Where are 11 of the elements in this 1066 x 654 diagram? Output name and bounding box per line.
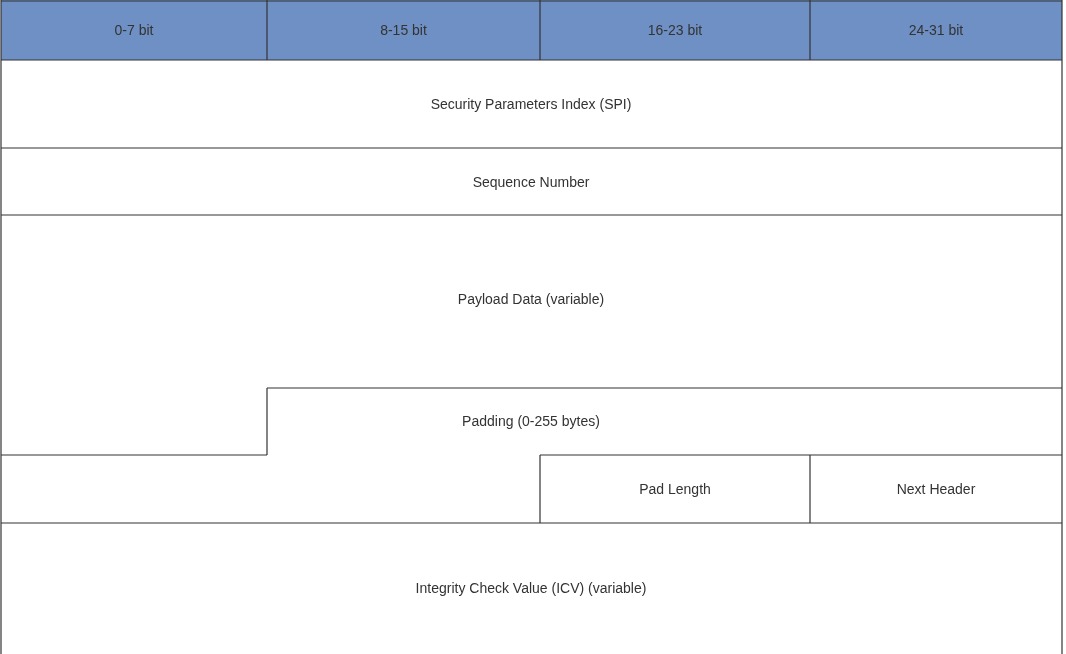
header-cell: 8-15 bit [267,0,540,60]
field-label: Padding (0-255 bytes) [462,413,600,429]
field-label: Next Header [896,481,976,497]
field-label: Sequence Number [472,174,590,190]
header-cell: 24-31 bit [810,0,1062,60]
header-cell: 0-7 bit [1,0,267,60]
field-label: Payload Data (variable) [457,291,605,307]
field-label: Pad Length [639,481,711,497]
header-cell: 16-23 bit [540,0,810,60]
field-label: Integrity Check Value (ICV) (variable) [415,580,647,596]
field-label: Security Parameters Index (SPI) [430,96,632,112]
